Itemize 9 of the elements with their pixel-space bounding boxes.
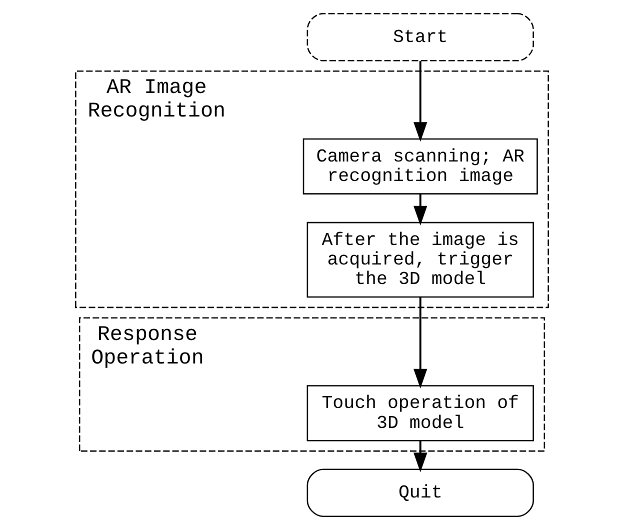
node-box: After the image is acquired, trigger the 3D model <box>306 222 534 298</box>
node-box: Camera scanning; AR recognition image <box>302 138 538 194</box>
node-box: Start <box>306 13 534 62</box>
arrow <box>414 61 428 142</box>
arrow <box>414 297 428 388</box>
node-box: Quit <box>306 468 534 517</box>
arrow <box>414 441 428 472</box>
arrow <box>414 194 428 226</box>
node-box: Touch operation of 3D model <box>306 385 534 442</box>
